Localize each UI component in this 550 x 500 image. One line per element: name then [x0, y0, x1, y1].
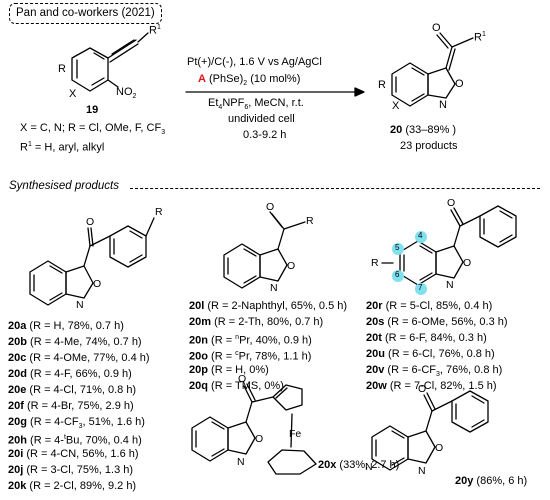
atom-r: R	[58, 63, 66, 75]
product-atom-o-carbonyl: O	[432, 22, 441, 34]
compound-row-20e: 20e (R = 4-Cl, 71%, 0.8 h)	[8, 384, 137, 396]
product-atom-r: R	[378, 79, 386, 91]
compound-row-20o: 20o (R = cPr, 78%, 1.1 h)	[189, 350, 312, 363]
compound-row-20l: 20l (R = 2-Naphthyl, 65%, 0.5 h)	[189, 300, 348, 312]
compound-row-20r: 20r (R = 5-Cl, 85%, 0.4 h)	[366, 300, 493, 312]
20a-atom-r: R	[155, 206, 163, 218]
atom-no2: NO2	[116, 86, 137, 101]
20y-atom-o-ring: O	[435, 442, 444, 454]
compound-list-20l-20q: 20l (R = 2-Naphthyl, 65%, 0.5 h) 20m (R =…	[189, 298, 347, 394]
ferrocene-fe-label: Fe	[289, 428, 302, 440]
product-atom-r1: R1	[474, 31, 486, 44]
compound-row-20u: 20u (R = 6-Cl, 76%, 0.8 h)	[366, 348, 495, 360]
product-atom-n: N	[439, 99, 447, 111]
compound-row-20m: 20m (R = 2-Th, 80%, 0.7 h)	[189, 316, 324, 328]
compound-list-20a-20k: 20a (R = H, 78%, 0.7 h) 20b (R = 4-Me, 74…	[8, 318, 150, 494]
compound-row-20n: 20n (R = nPr, 40%, 0.9 h)	[189, 334, 312, 347]
section-title: Synthesised products	[9, 180, 119, 192]
compound-row-20s: 20s (R = 6-OMe, 56%, 0.3 h)	[366, 316, 508, 328]
condition-electrodes: Pt(+)/C(-), 1.6 V vs Ag/AgCl	[187, 56, 322, 68]
citation-title: Pan and co-workers (2021)	[9, 3, 162, 24]
reactant-ring	[71, 32, 149, 92]
structure-20a	[29, 217, 155, 306]
product-count: 23 products	[400, 140, 458, 152]
product-atom-o-ring: O	[455, 78, 464, 90]
20a-atom-o-ring: O	[93, 278, 102, 290]
compound-list-20r-20w: 20r (R = 5-Cl, 85%, 0.4 h) 20s (R = 6-OMe…	[366, 298, 508, 394]
position-5-label: 5	[395, 243, 400, 252]
20r-atom-o: O	[447, 197, 456, 209]
position-7-label: 7	[418, 283, 423, 292]
20l-atom-r: R	[306, 215, 314, 227]
20r-atom-r: R	[371, 257, 379, 269]
compound-row-20a: 20a (R = H, 78%, 0.7 h)	[8, 320, 124, 332]
position-highlights	[392, 231, 427, 295]
20r-atom-o-ring: O	[463, 257, 472, 269]
compound-row-20f: 20f (R = 4-Br, 75%, 2.9 h)	[8, 400, 134, 412]
condition-cell: undivided cell	[228, 113, 295, 125]
atom-x: X	[69, 88, 77, 100]
structure-20y	[371, 390, 489, 471]
product-number-yield: 20 (33–89% )	[390, 124, 457, 136]
compound-row-20q: 20q (R = TMS, 0%)	[189, 380, 284, 392]
structure-20l	[223, 211, 306, 289]
product-atom-x: X	[392, 100, 400, 112]
compound-row-20j: 20j (R = 3-Cl, 75%, 1.3 h)	[8, 464, 134, 476]
20x-atom-n: N	[237, 456, 245, 468]
compound-row-20k: 20k (R = 2-Cl, 89%, 9.2 h)	[8, 480, 137, 492]
compound-row-20h: 20h (R = 4-tBu, 70%, 0.4 h)	[8, 434, 142, 447]
compound-row-20i: 20i (R = 4-CN, 56%, 1.6 h)	[8, 448, 139, 460]
20a-atom-o: O	[86, 216, 95, 228]
position-6-label: 6	[395, 270, 400, 279]
20y-atom-n-pyridine: N	[365, 461, 373, 473]
compound-row-20g: 20g (R = 4-CF3, 51%, 1.6 h)	[8, 416, 145, 431]
compound-row-20v: 20v (R = 6-CF3, 76%, 0.8 h)	[366, 364, 503, 379]
compound-row-20w: 20w (R = 7-Cl, 82%, 1.5 h)	[366, 380, 497, 392]
structure-20x	[191, 383, 317, 475]
20r-atom-n: N	[446, 279, 454, 291]
condition-catalyst: A (PhSe)2 (10 mol%)	[198, 73, 301, 88]
20x-atom-o: O	[238, 373, 247, 385]
compound-20y-label: 20y (86%, 6 h)	[455, 475, 528, 487]
scope-line-1: X = C, N; R = Cl, OMe, F, CF3	[20, 122, 166, 137]
compound-row-20t: 20t (R = 6-F, 84%, 0.3 h)	[366, 332, 487, 344]
condition-electrolyte: Et4NPF6, MeCN, r.t.	[208, 97, 304, 112]
20y-atom-n: N	[418, 465, 426, 477]
20x-atom-o-ring: O	[255, 433, 264, 445]
compound-row-20p: 20p (R = H, 0%)	[189, 364, 269, 376]
20l-atom-o: O	[266, 201, 275, 213]
compound-19-label: 19	[86, 104, 99, 116]
20l-atom-n: N	[270, 282, 278, 294]
scope-line-2: R1 = H, aryl, alkyl	[20, 141, 105, 154]
section-divider	[130, 188, 540, 189]
position-4-label: 4	[418, 231, 423, 240]
atom-r1: R1	[149, 24, 161, 37]
compound-row-20c: 20c (R = 4-OMe, 77%, 0.4 h)	[8, 352, 150, 364]
compound-row-20d: 20d (R = 4-F, 66%, 0.9 h)	[8, 368, 132, 380]
20a-atom-n: N	[76, 299, 84, 311]
condition-time: 0.3-9.2 h	[243, 129, 287, 141]
compound-20x-label: 20x (33%, 2.7 h)	[318, 459, 400, 471]
20l-atom-o-ring: O	[287, 260, 296, 272]
compound-row-20b: 20b (R = 4-Me, 74%, 0.7 h)	[8, 336, 142, 348]
20y-atom-o: O	[418, 383, 427, 395]
product-core	[391, 32, 474, 107]
